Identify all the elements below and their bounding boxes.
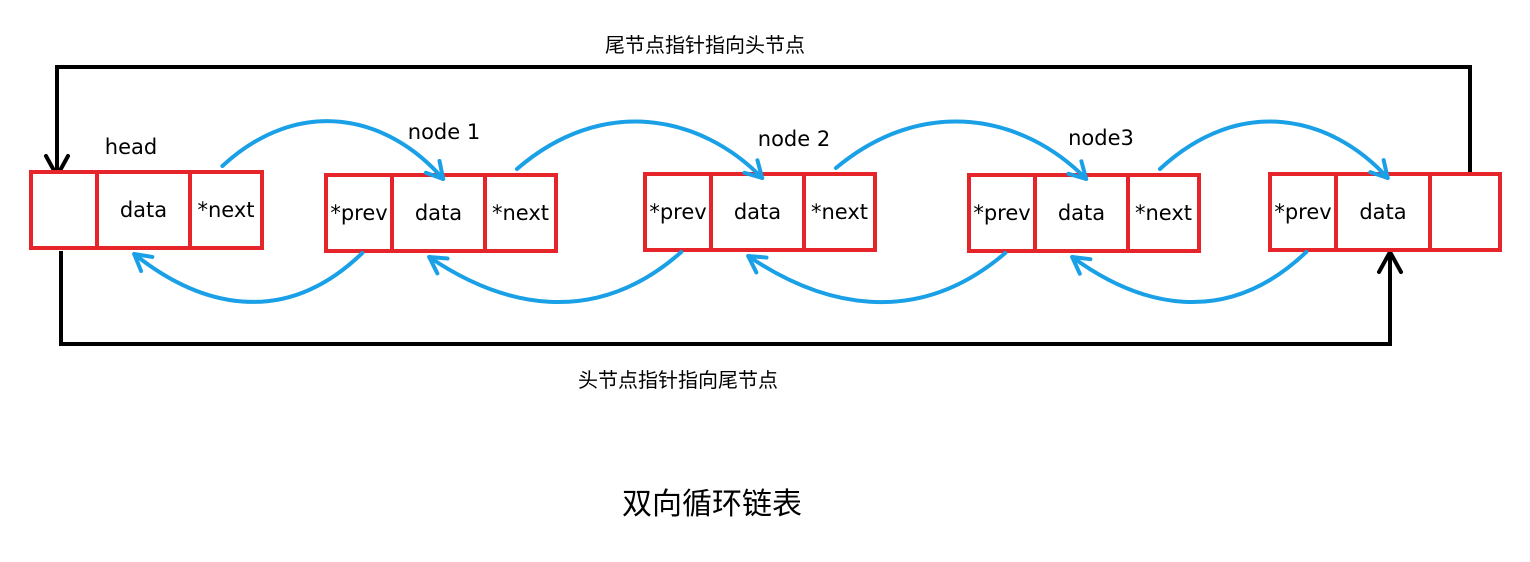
node-4-cell-0 (1268, 172, 1338, 252)
node-0-cell-1-text: data (120, 198, 167, 222)
node-1-cell-1-text: data (415, 201, 462, 225)
node-4-cell-1-text: data (1359, 200, 1406, 224)
node-3-cell-2 (1126, 173, 1201, 253)
node-1-cell-2-text: *next (492, 201, 549, 225)
node-3: *prev data *next node3 (967, 126, 1201, 253)
node-3-cell-0-text: *prev (973, 201, 1030, 225)
node-3-cell-1-text: data (1058, 201, 1105, 225)
node-2-cell-1 (709, 172, 806, 252)
prev-link-2 (746, 251, 1008, 305)
diagram-title: 双向循环链表 (622, 487, 802, 522)
node-0-cell-0 (29, 170, 99, 250)
node-0: data *next head (29, 135, 264, 250)
next-link-3 (1157, 119, 1390, 180)
node-4-cell-0-text: *prev (1274, 200, 1331, 224)
node-1: *prev data *next node 1 (324, 120, 558, 253)
node-1-label: node 1 (408, 120, 480, 144)
node-0-cell-2-text: *next (197, 198, 254, 222)
node-4: *prev data (1268, 172, 1502, 252)
head-to-tail-arrow (59, 250, 1403, 346)
node-3-cell-2-text: *next (1135, 201, 1192, 225)
node-2-cell-2 (802, 172, 877, 252)
node-1-cell-2 (483, 173, 558, 253)
nodes: data *next head *prev data *next node 1 *prev da… (29, 120, 1502, 253)
node-2-cell-1-text: data (734, 200, 781, 224)
node-2-cell-0 (643, 172, 713, 252)
node-1-cell-0-text: *prev (330, 201, 387, 225)
node-2: *prev data *next node 2 (643, 127, 877, 252)
next-link-1 (514, 119, 765, 180)
tail-to-head-label: 尾节点指针指向头节点 (605, 33, 805, 57)
node-3-label: node3 (1068, 126, 1134, 150)
prev-link-0 (132, 251, 365, 304)
node-3-cell-0 (967, 173, 1037, 253)
node-2-cell-2-text: *next (811, 200, 868, 224)
prev-link-3 (1070, 250, 1309, 305)
prev-link-1 (427, 250, 684, 304)
node-2-cell-0-text: *prev (649, 200, 706, 224)
next-link-0 (220, 119, 446, 181)
next-link-2 (833, 119, 1089, 181)
node-4-cell-2 (1428, 172, 1502, 252)
node-2-label: node 2 (758, 127, 830, 151)
node-0-label: head (105, 135, 157, 159)
node-1-cell-0 (324, 173, 394, 253)
node-0-cell-2 (188, 170, 264, 250)
links (132, 119, 1390, 305)
node-1-cell-1 (390, 173, 487, 253)
head-to-tail-label: 头节点指针指向尾节点 (578, 368, 778, 392)
